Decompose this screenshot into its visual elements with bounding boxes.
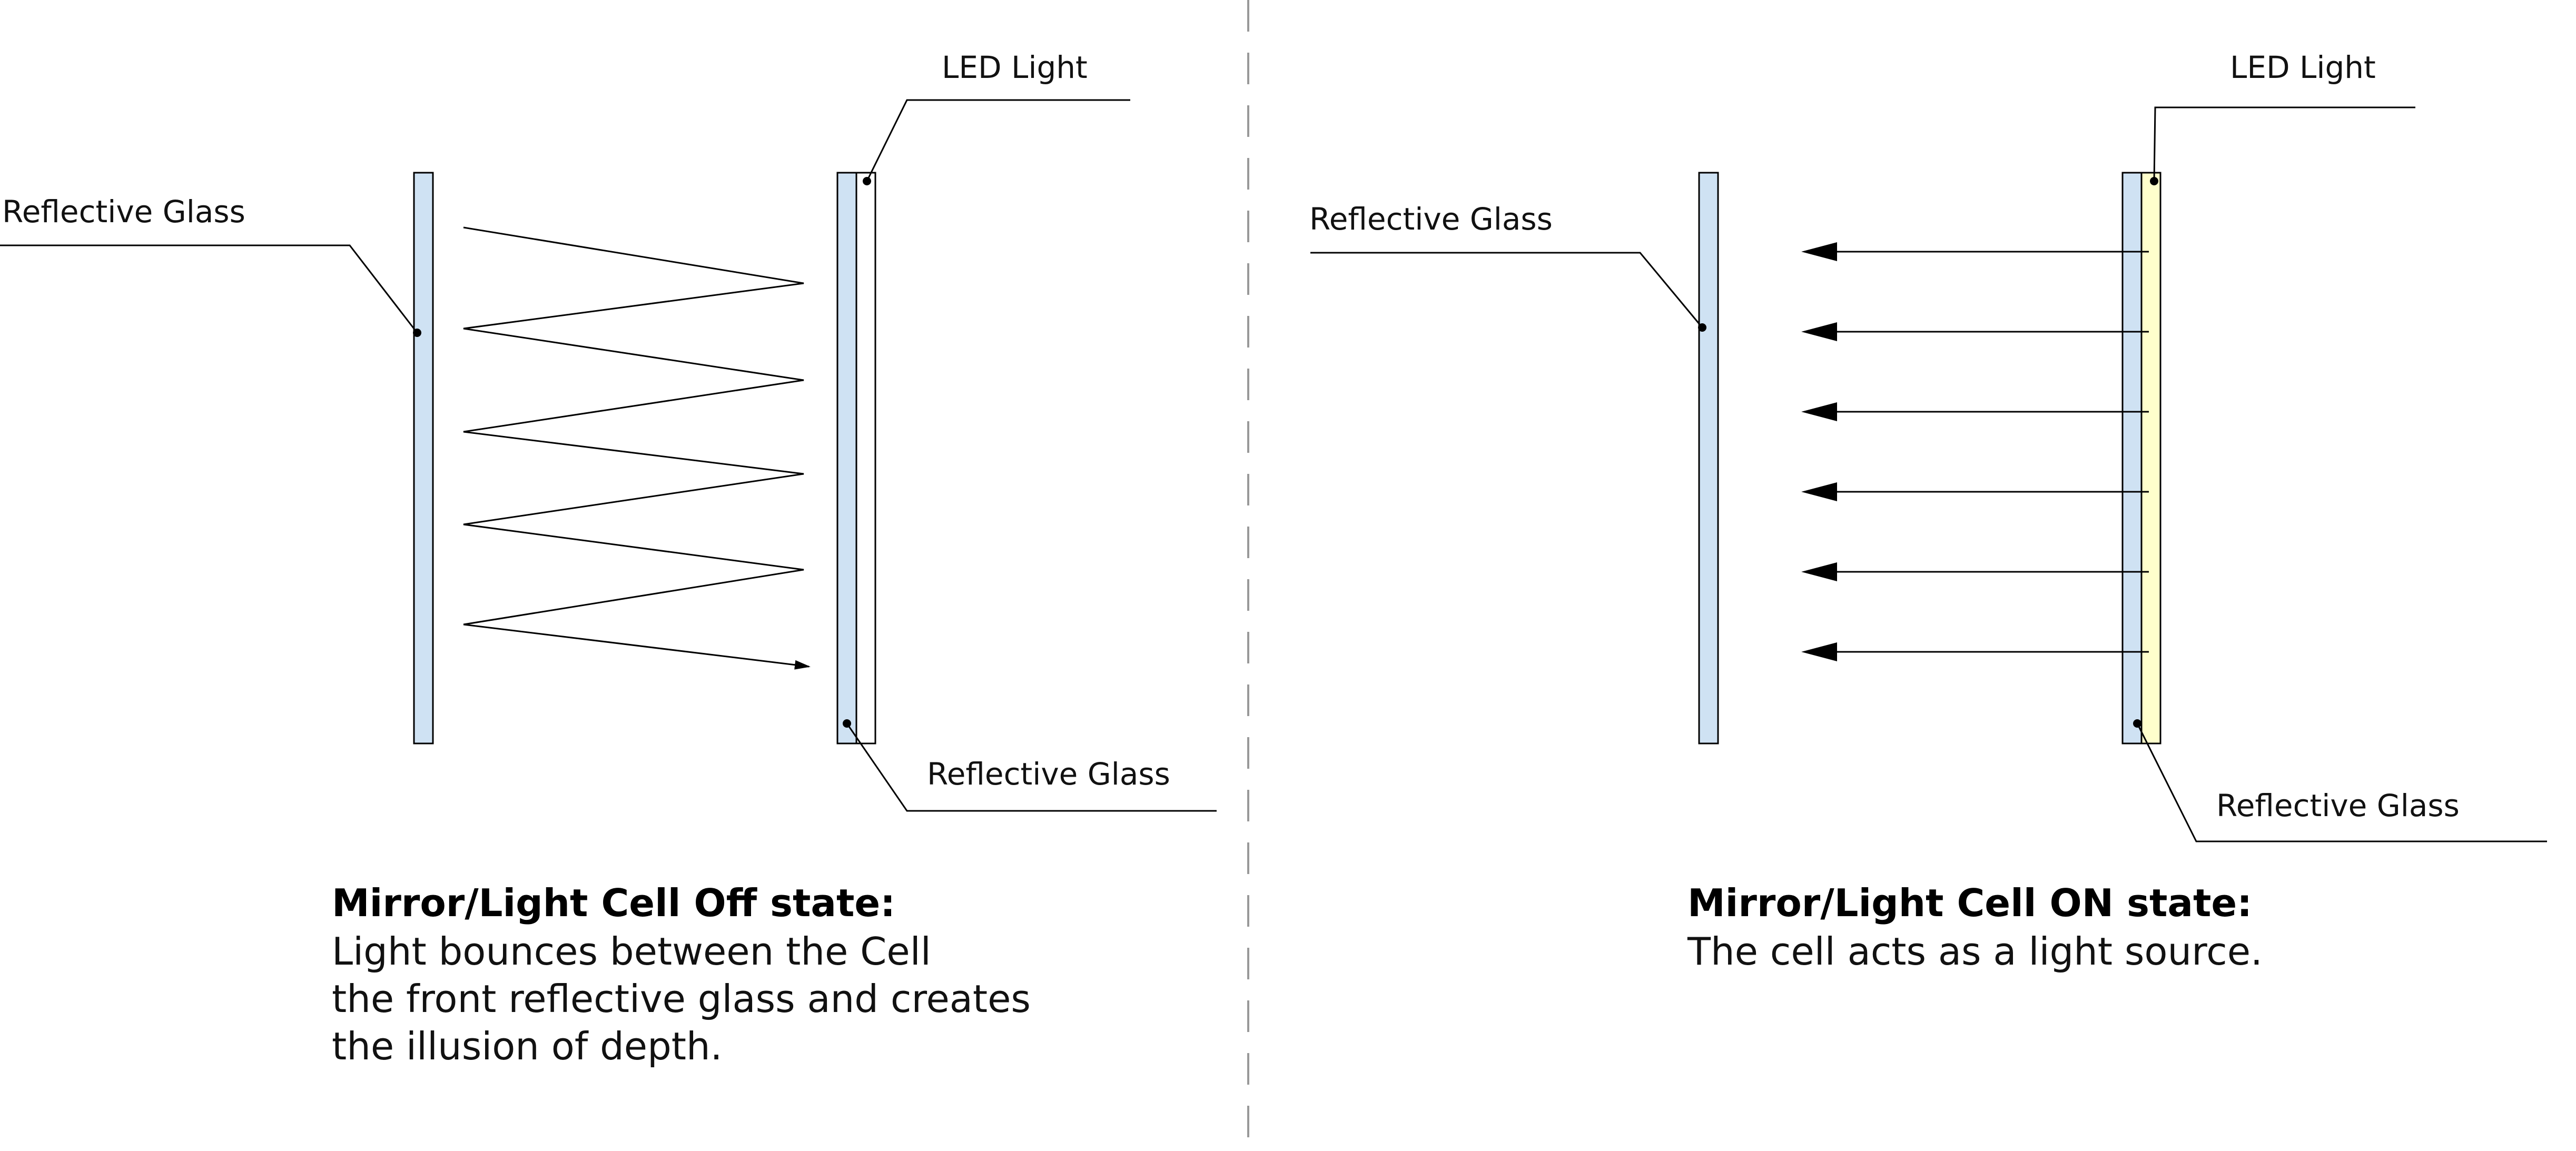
front-reflective-glass [1698,172,1719,745]
leader-dot-front-glass [413,329,421,337]
leader-front-glass [1310,252,1703,328]
caption-line-on: The cell acts as a light source. [1687,929,2263,974]
label-led-light: LED Light [2230,49,2376,85]
leader-led-light [2153,106,2415,182]
leader-dot-led-light [2150,177,2158,185]
caption-title-on: Mirror/Light Cell ON state: [1687,881,2252,925]
caption-line-off: Light bounces between the Cell [332,929,931,974]
leader-dot-cell-glass [843,719,851,728]
leader-front-glass [0,244,418,333]
leader-dot-cell-glass [2133,719,2141,728]
leader-cell-glass [2136,723,2547,842]
label-front-reflective-glass: Reflective Glass [2,194,245,230]
leader-dot-front-glass [1698,323,1706,332]
caption-title-off: Mirror/Light Cell Off state: [332,881,895,925]
cell-reflective-glass [2121,172,2143,745]
cell-led-light [855,172,876,745]
light-ray-arrowhead [1801,562,1837,581]
left-panel: Reflective Glass LED Light Reflective Gl… [0,49,1217,1068]
bouncing-light-path [463,226,804,626]
caption-line-off: the illusion of depth. [332,1024,723,1068]
right-panel: Reflective Glass LED Light Reflective Gl… [1309,49,2547,974]
leader-cell-glass [846,723,1217,812]
front-reflective-glass [413,172,434,745]
light-ray-arrowhead [1801,642,1837,661]
cell-reflective-glass [836,172,857,745]
cell-led-light-on [2140,172,2162,745]
light-ray-arrowhead [1801,322,1837,341]
leader-led-light [866,99,1130,182]
emitted-light-rays [1801,242,2149,661]
label-led-light: LED Light [942,49,1088,85]
light-ray-arrowhead [1801,402,1837,421]
caption-line-off: the front reflective glass and creates [332,977,1031,1021]
label-cell-reflective-glass: Reflective Glass [927,756,1170,792]
bouncing-light-final-ray [463,623,811,670]
label-cell-reflective-glass: Reflective Glass [2216,788,2460,823]
leader-dot-led-light [863,177,871,185]
light-ray-arrowhead [1801,242,1837,261]
label-front-reflective-glass: Reflective Glass [1309,201,1553,237]
light-ray-arrowhead [1801,482,1837,501]
